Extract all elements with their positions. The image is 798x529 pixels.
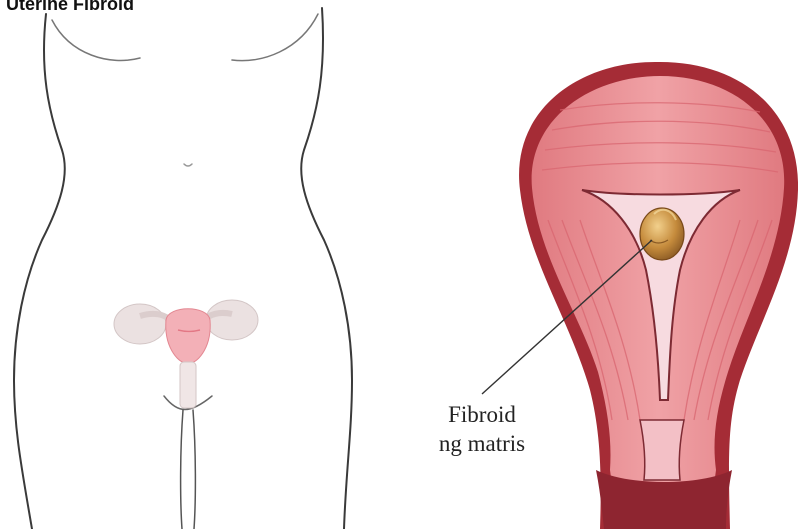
- cervical-canal: [640, 420, 684, 480]
- uterus-cross-section: [519, 62, 798, 529]
- fibroid-mass: [640, 208, 684, 260]
- torso-outline: [14, 8, 352, 529]
- fibroid-label-line2: ng matris: [412, 429, 552, 458]
- fibroid-label: Fibroid ng matris: [412, 400, 552, 458]
- small-uterus-icon: [114, 300, 258, 408]
- fibroid-label-line1: Fibroid: [412, 400, 552, 429]
